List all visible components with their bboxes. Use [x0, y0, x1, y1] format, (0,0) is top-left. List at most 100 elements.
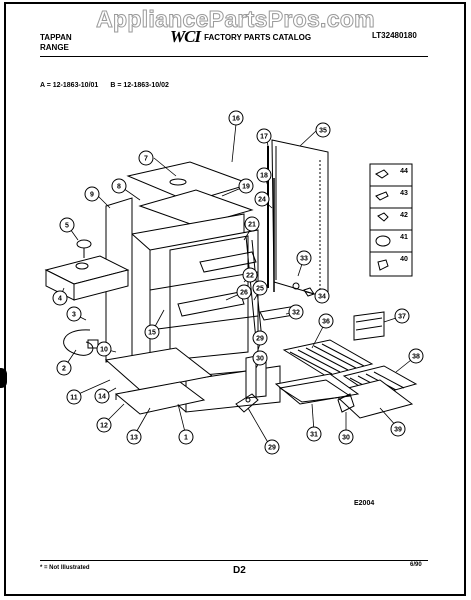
- brand-block: TAPPAN RANGE: [40, 33, 72, 53]
- figure-code: E2004: [354, 500, 375, 507]
- callout-2: 2: [56, 360, 72, 376]
- power-cord: [63, 329, 99, 356]
- model-number: LT32480180: [372, 31, 417, 40]
- header-divider: [40, 56, 428, 57]
- lower-tray: [274, 373, 360, 405]
- svg-text:2: 2: [62, 366, 66, 373]
- callout-21: 21: [244, 216, 260, 232]
- callout-27: 29: [252, 330, 268, 346]
- back-panel: [271, 139, 329, 299]
- svg-text:33: 33: [300, 256, 308, 263]
- svg-text:19: 19: [242, 184, 250, 191]
- hardware-legend-box: [369, 163, 413, 277]
- svg-text:21: 21: [248, 222, 256, 229]
- svg-text:31: 31: [310, 432, 318, 439]
- catalog-title: FACTORY PARTS CATALOG: [204, 32, 312, 42]
- svg-text:12: 12: [100, 423, 108, 430]
- callout-4: 4: [52, 290, 68, 306]
- callout-11: 11: [66, 389, 82, 405]
- svg-text:30: 30: [256, 356, 264, 363]
- svg-text:5: 5: [65, 223, 69, 230]
- callout-39: 39: [390, 421, 406, 437]
- legend-number-43: 43: [400, 190, 408, 197]
- callout-1: 1: [178, 429, 194, 445]
- page-frame: [4, 2, 466, 596]
- svg-text:8: 8: [117, 184, 121, 191]
- legend-box-numbers: 44 43 42 41 40: [400, 168, 408, 263]
- svg-text:7: 7: [144, 156, 148, 163]
- callout-35: 35: [315, 122, 331, 138]
- callout-37: 37: [394, 308, 410, 324]
- legend-number-42: 42: [400, 212, 408, 219]
- svg-text:1: 1: [184, 435, 188, 442]
- variant-list: A = 12-1863-10/01 B = 12-1863-10/02: [40, 82, 169, 89]
- svg-text:36: 36: [322, 319, 330, 326]
- not-illustrated-note: * = Not Illustrated: [40, 565, 90, 571]
- callout-13: 13: [126, 429, 142, 445]
- callout-10: 10: [96, 341, 112, 357]
- svg-text:3: 3: [72, 312, 76, 319]
- svg-text:14: 14: [98, 394, 106, 401]
- callout-17: 17: [256, 128, 272, 144]
- callout-14: 14: [94, 388, 110, 404]
- svg-text:29: 29: [268, 445, 276, 452]
- svg-text:9: 9: [90, 192, 94, 199]
- svg-text:18: 18: [260, 173, 268, 180]
- callout-29: 29: [264, 439, 280, 455]
- svg-text:39: 39: [394, 427, 402, 434]
- svg-text:25: 25: [256, 286, 264, 293]
- callout-32: 32: [288, 304, 304, 320]
- callout-9: 9: [84, 186, 100, 202]
- footer-divider: [40, 560, 428, 561]
- callout-5: 5: [59, 217, 75, 233]
- callout-36: 36: [318, 313, 334, 329]
- svg-text:13: 13: [130, 435, 138, 442]
- svg-text:30: 30: [342, 435, 350, 442]
- svg-text:29: 29: [256, 336, 264, 343]
- base-drawer: [104, 347, 214, 415]
- callout-31: 31: [306, 426, 322, 442]
- callout-19: 19: [238, 178, 254, 194]
- svg-text:4: 4: [58, 296, 62, 303]
- callout-7: 7: [138, 150, 154, 166]
- callouts: 16 17 35 7 8 9 18 19 24 21 5 22 26 25 33…: [52, 110, 424, 455]
- callout-18: 18: [256, 167, 272, 183]
- svg-text:15: 15: [148, 330, 156, 337]
- callout-28: 30: [252, 350, 268, 366]
- callout-34: 34: [314, 288, 330, 304]
- date-code: 6/90: [410, 562, 422, 568]
- callout-16: 16: [228, 110, 244, 126]
- variant-b: B = 12-1863-10/02: [110, 82, 169, 89]
- legend-number-40: 40: [400, 256, 408, 263]
- callout-22: 22: [242, 267, 258, 283]
- cooktop-panel: [126, 161, 254, 227]
- svg-text:34: 34: [318, 294, 326, 301]
- callout-33: 33: [296, 250, 312, 266]
- svg-text:22: 22: [246, 273, 254, 280]
- callout-30: 30: [338, 429, 354, 445]
- svg-text:35: 35: [319, 128, 327, 135]
- legend-number-41: 41: [400, 234, 408, 241]
- latch-bracket: [337, 393, 355, 413]
- svg-text:10: 10: [100, 347, 108, 354]
- callout-8: 8: [111, 178, 127, 194]
- svg-text:11: 11: [70, 395, 78, 402]
- oven-rack: [282, 339, 374, 377]
- svg-text:32: 32: [292, 310, 300, 317]
- svg-text:38: 38: [412, 354, 420, 361]
- callout-12: 12: [96, 417, 112, 433]
- svg-text:16: 16: [232, 116, 240, 123]
- watermark: AppliancePartsPros.com: [96, 6, 376, 33]
- legend-number-44: 44: [400, 168, 408, 175]
- callout-3: 3: [66, 306, 82, 322]
- svg-text:24: 24: [258, 197, 266, 204]
- control-box: [44, 239, 130, 301]
- callout-24: 25: [252, 280, 268, 296]
- wci-logo: WCI: [170, 27, 201, 46]
- svg-text:37: 37: [398, 314, 406, 321]
- callout-38: 38: [408, 348, 424, 364]
- svg-text:26: 26: [240, 290, 248, 297]
- callout-25: 26: [236, 284, 252, 300]
- page-id: D2: [233, 565, 246, 576]
